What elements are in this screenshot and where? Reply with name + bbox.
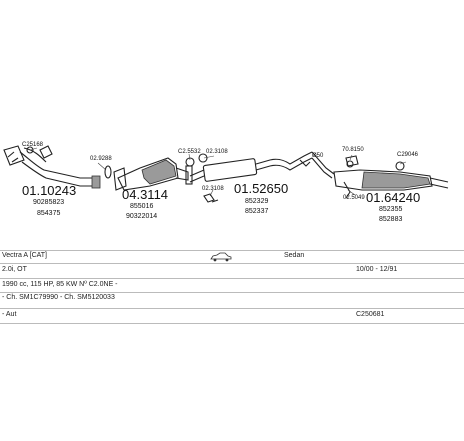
- divider: [0, 263, 464, 264]
- divider: [0, 323, 464, 324]
- transmission-text: - Aut: [2, 311, 17, 318]
- gasket-a-number: 02.9288: [90, 156, 112, 162]
- chassis-text: - Ch. SM1C79990 - Ch. SM5120033: [2, 294, 115, 301]
- catalyst-number: 04.3114: [122, 187, 168, 202]
- divider: [0, 308, 464, 309]
- exhaust-system-diagram: C25168 01.10243 90285823 854375 02.9288 …: [3, 142, 449, 223]
- divider: [0, 250, 464, 251]
- divider: [0, 278, 464, 279]
- rear-silencer: [333, 155, 449, 199]
- divider: [0, 292, 464, 293]
- ring-a-number: 02.3108: [206, 149, 228, 155]
- rear-silencer-number: 01.64240: [366, 190, 420, 205]
- engine-text: 2.0i, OT: [2, 266, 27, 273]
- front-pipe: [3, 145, 101, 189]
- rear-silencer-oem-1: 852355: [379, 206, 402, 213]
- years-text: 10/00 - 12/91: [356, 266, 398, 273]
- ring-b: [203, 193, 219, 203]
- hanger: [299, 159, 311, 167]
- catalyst: [113, 157, 193, 191]
- ring-b-number: 02.3108: [202, 186, 224, 192]
- middle-silencer: [189, 151, 335, 183]
- clamp-mid-number: C2.5532: [178, 149, 201, 155]
- leader-lines: [29, 147, 407, 197]
- car-sedan-icon: [210, 252, 232, 262]
- rear-silencer-oem-2: 852883: [379, 216, 402, 223]
- middle-silencer-oem-1: 852329: [245, 198, 268, 205]
- fitting-a-number: 70.8150: [342, 147, 364, 153]
- clamp-number: C25168: [22, 142, 44, 148]
- system-code-text: C250681: [356, 311, 385, 318]
- front-pipe-oem-2: 854375: [37, 210, 60, 217]
- catalyst-oem-2: 90322014: [126, 213, 157, 220]
- pipe-diameter-marker: Ø50: [312, 153, 324, 159]
- body-type-text: Sedan: [284, 252, 305, 259]
- ring-a: [185, 153, 208, 167]
- middle-silencer-oem-2: 852337: [245, 208, 268, 215]
- front-pipe-oem-1: 90285823: [33, 199, 64, 206]
- gasket-a: [104, 165, 112, 179]
- clamp-rear-number: C29046: [397, 152, 419, 158]
- catalyst-oem-1: 855016: [130, 203, 153, 210]
- front-pipe-number: 01.10243: [22, 183, 76, 198]
- spec-text: 1990 cc, 115 HP, 85 KW Nº C2.0NE -: [2, 281, 118, 288]
- ring-c-number: 02.5049: [343, 195, 365, 201]
- model-text: Vectra A [CAT]: [2, 252, 48, 259]
- middle-silencer-number: 01.52650: [234, 181, 288, 196]
